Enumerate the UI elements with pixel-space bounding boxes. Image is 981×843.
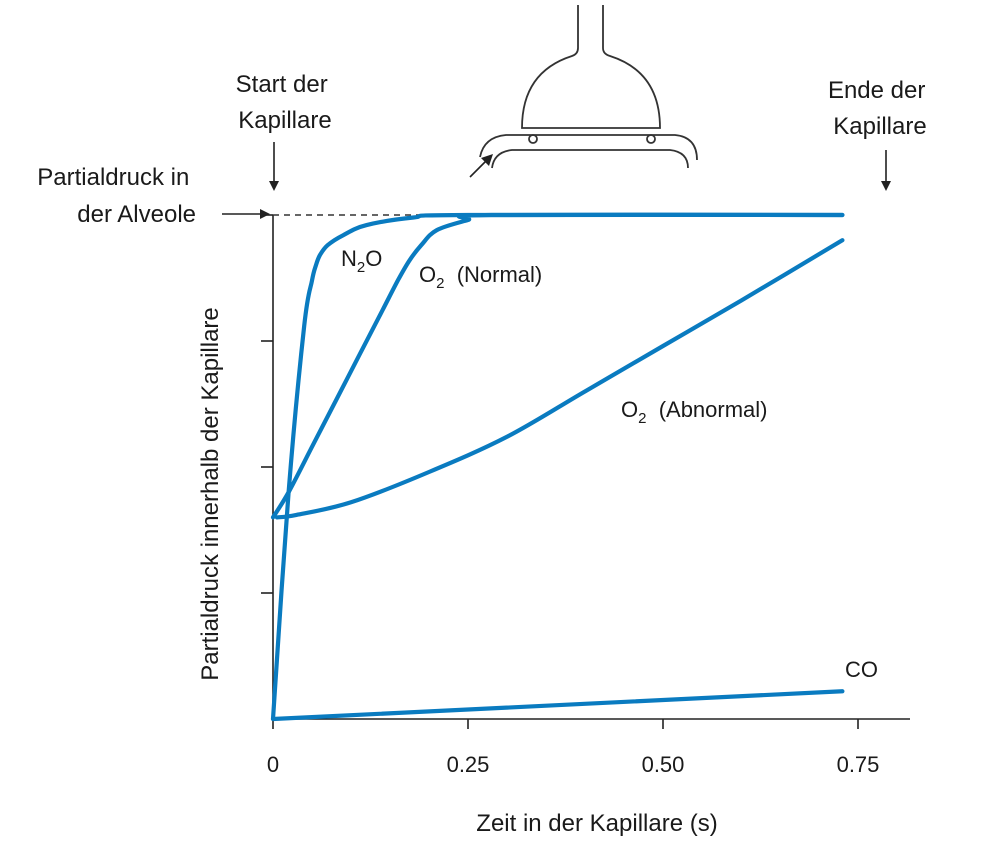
curve-label-n2o: N2O — [341, 246, 382, 276]
end-annotation: Ende der Kapillare — [828, 77, 932, 140]
x-tick-label: 0 — [267, 752, 279, 777]
capillary-illustration-icon — [469, 5, 698, 178]
curve-label-o2-abnormal: O2 (Abnormal) — [621, 397, 768, 427]
x-tick-label: 0.25 — [447, 752, 490, 777]
alveolar-arrow-icon — [222, 209, 270, 219]
curve-o2-abnormal — [274, 238, 845, 520]
x-tick-label: 0.75 — [837, 752, 880, 777]
curve-labels: N2O O2 (Normal) O2 (Abnormal) CO — [341, 246, 878, 682]
start-annotation: Start der Kapillare — [236, 71, 335, 134]
end-arrow-icon — [881, 150, 891, 191]
x-axis-ticks: 0 0.25 0.50 0.75 — [267, 719, 880, 777]
y-axis-ticks — [261, 214, 273, 594]
curve-o2-normal — [270, 212, 845, 520]
start-arrow-icon — [269, 142, 279, 191]
alveolar-annotation: Partialdruck in der Alveole — [37, 164, 196, 228]
curve-label-o2-normal: O2 (Normal) — [419, 262, 542, 292]
y-axis-title: Partialdruck innerhalb der Kapillare — [197, 307, 224, 681]
x-axis-title: Zeit in der Kapillare (s) — [476, 810, 717, 837]
curve-label-co: CO — [845, 657, 878, 682]
x-tick-label: 0.50 — [642, 752, 685, 777]
curve-co — [270, 689, 845, 722]
curves — [270, 212, 845, 722]
